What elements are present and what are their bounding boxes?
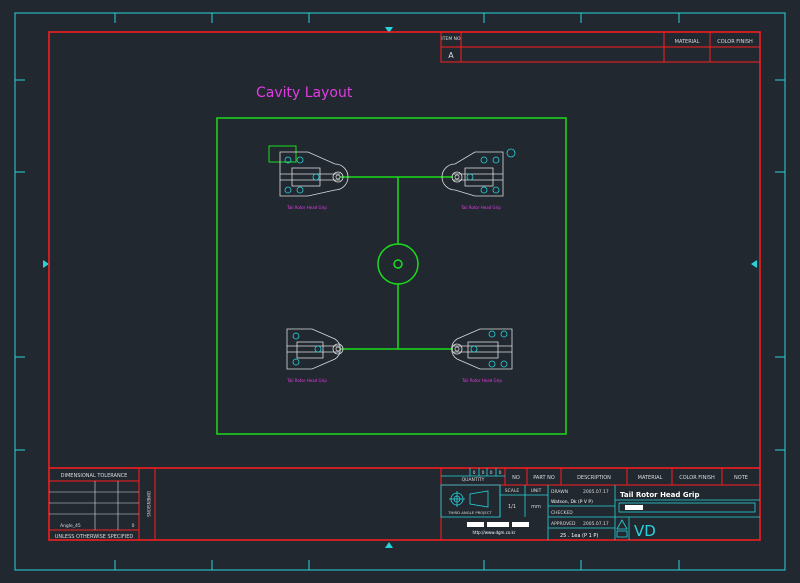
- mold-plate-outline: [216, 117, 567, 435]
- drawing-title: Tail Rotor Head Grip: [620, 491, 699, 499]
- drawing-border: [48, 31, 761, 541]
- qty-cell-2: 0: [482, 470, 485, 476]
- header-material: MATERIAL: [638, 475, 663, 481]
- header-part-no: PART NO: [533, 475, 555, 481]
- runner-system: [340, 176, 453, 350]
- cavity-part-2: [441, 148, 516, 197]
- company-redaction-bars: [467, 522, 529, 527]
- header-color-finish: COLOR FINISH: [679, 475, 715, 481]
- approved-by: 25 . 1ea (P 1 P): [560, 533, 598, 539]
- tolerance-block: [48, 467, 442, 541]
- tolerance-angle-label: Angle_45: [60, 523, 81, 529]
- cavity-part-4: [451, 328, 513, 370]
- cavity-layout-title: Cavity Layout: [256, 85, 353, 101]
- cavity-label-2: Tail Rotor Head Grip: [460, 205, 501, 210]
- material-label: MATERIAL: [675, 39, 700, 45]
- approved-date: 2005.07.17: [583, 521, 609, 527]
- vd-logo: VD: [616, 519, 656, 540]
- projection-label: THIRD ANGLE PROJECT: [447, 510, 492, 515]
- scale-value: 1/1: [508, 504, 516, 510]
- top-title-block: [440, 31, 761, 63]
- outer-frame: [14, 12, 786, 571]
- cavity-part-3: [286, 328, 344, 370]
- cavity-part-1: [279, 151, 349, 197]
- checked-label: CHECKED: [551, 510, 573, 516]
- cavity-label-3: Tail Rotor Head Grip: [286, 378, 327, 383]
- title-redaction-bar: [625, 505, 643, 510]
- qty-cell-1: 0: [473, 470, 476, 476]
- cavity-label-1: Tail Rotor Head Grip: [286, 205, 327, 210]
- tolerance-angle-value: 0: [132, 523, 135, 529]
- header-no: NO: [512, 475, 520, 481]
- drawn-label: DRAWN: [551, 489, 568, 495]
- zone-ticks: [15, 13, 785, 570]
- tolerance-title: DIMENSIONAL TOLERANCE: [61, 473, 128, 479]
- cavity-label-4: Tail Rotor Head Grip: [461, 378, 502, 383]
- gate-marker: [268, 145, 297, 163]
- tolerance-grid: [49, 481, 139, 530]
- quantity-label: QUANTITY: [462, 477, 485, 483]
- tolerance-side-label: DIMENSIONS: [146, 491, 151, 517]
- drawn-date: 2005.07.17: [583, 489, 609, 495]
- title-block-grid: [440, 468, 760, 540]
- scale-label: SCALE: [505, 488, 520, 494]
- unit-value: mm: [531, 504, 541, 510]
- header-note: NOTE: [734, 475, 748, 481]
- revision-letter: A: [448, 51, 454, 60]
- color-finish-label: COLOR FINISH: [717, 39, 753, 45]
- website-text: http://www.dgm.co.kr: [472, 530, 515, 535]
- center-marks: [43, 27, 757, 548]
- item-no-label: ITEM NO: [441, 36, 461, 42]
- approved-label: APPROVED: [551, 521, 576, 527]
- unit-label: UNIT: [531, 488, 542, 494]
- qty-cell-3: 0: [490, 470, 493, 476]
- logo-text: VD: [634, 522, 656, 540]
- third-angle-projection-icon: [449, 490, 489, 508]
- header-description: DESCRIPTION: [577, 475, 611, 481]
- tolerance-note: UNLESS OTHERWISE SPECIFIED: [55, 534, 134, 540]
- qty-cell-4: 0: [499, 470, 502, 476]
- drawn-by: Watson, Dk (P V P): [551, 499, 593, 505]
